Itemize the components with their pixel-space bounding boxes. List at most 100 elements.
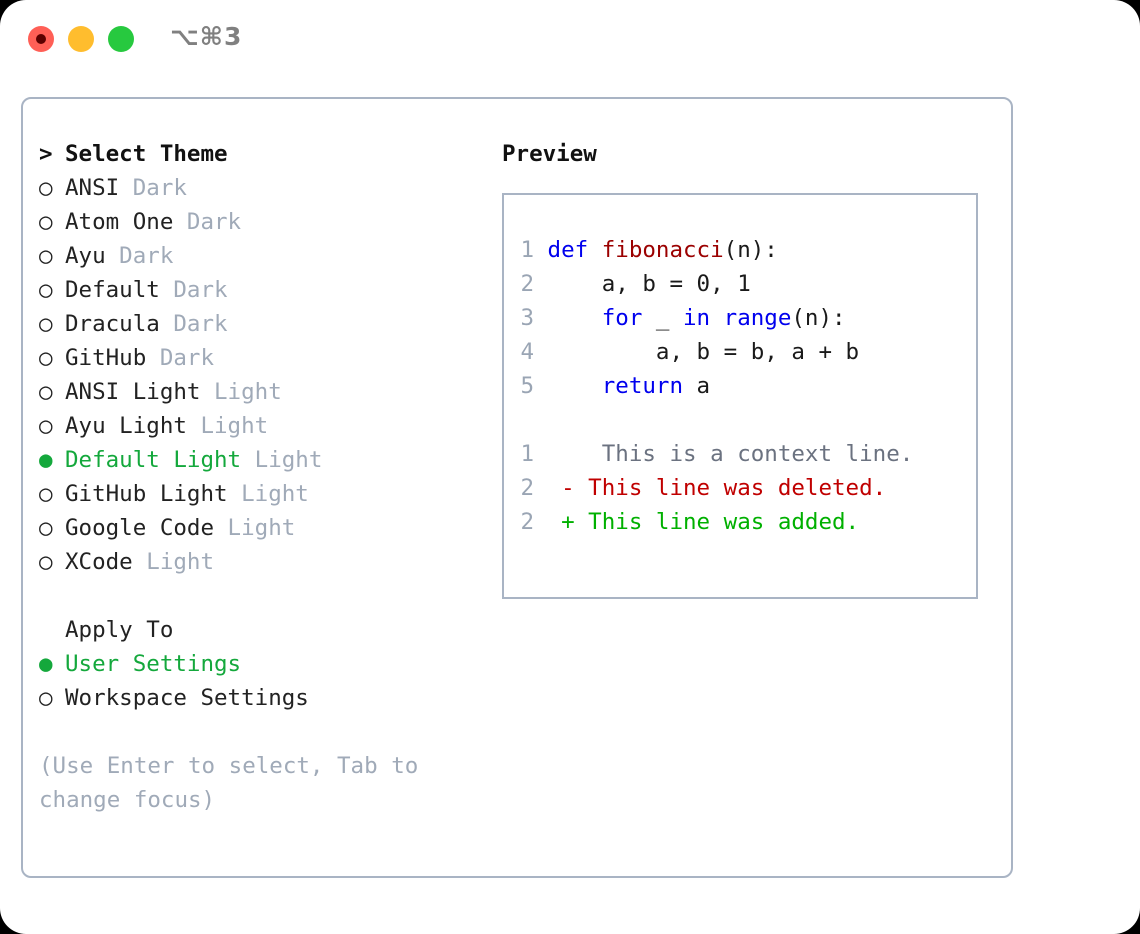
code-token: a, b = 0, 1 <box>547 271 751 297</box>
theme-option[interactable]: ○ANSI Light Light <box>39 375 489 409</box>
theme-option[interactable]: ○GitHub Light Light <box>39 477 489 511</box>
theme-option-kind: Light <box>241 447 323 473</box>
radio-unselected-icon: ○ <box>39 685 53 711</box>
theme-option[interactable]: ○ XCode Light <box>39 545 489 579</box>
minimize-button[interactable] <box>68 26 94 52</box>
theme-option[interactable]: ● Default Light Light <box>39 443 489 477</box>
line-number: 1 <box>520 441 534 467</box>
code-line: 5 return a <box>518 369 976 403</box>
apply-to-option[interactable]: ○ Workspace Settings <box>39 681 489 715</box>
theme-list: ○ANSI Dark○Atom One Dark○Ayu Dark○Defaul… <box>39 171 489 579</box>
code-line: 2 a, b = 0, 1 <box>518 267 976 301</box>
theme-list-column: >Select Theme ○ANSI Dark○Atom One Dark○A… <box>39 137 489 817</box>
theme-option-label: Google Code <box>65 515 215 541</box>
radio-unselected-icon: ○ <box>39 243 53 269</box>
theme-option-label: GitHub <box>65 345 147 371</box>
radio-unselected-icon: ○ <box>39 209 53 235</box>
theme-option-kind: Dark <box>105 243 174 269</box>
theme-option-label: Dracula <box>65 311 160 337</box>
theme-option-kind: Dark <box>146 345 215 371</box>
theme-option-kind: Dark <box>159 277 228 303</box>
theme-option-kind: Light <box>227 481 309 507</box>
code-token: _ <box>642 305 684 331</box>
radio-unselected-icon: ○ <box>39 481 53 507</box>
diff-line-text: - This line was deleted. <box>534 475 887 501</box>
theme-option-label: Default Light <box>65 447 242 473</box>
code-line: 4 a, b = b, a + b <box>518 335 976 369</box>
line-number: 3 <box>520 305 534 331</box>
theme-option[interactable]: ○Dracula Dark <box>39 307 489 341</box>
line-number: 2 <box>520 509 534 535</box>
code-token: for <box>601 305 643 331</box>
code-token: def <box>547 237 602 263</box>
theme-option-kind: Light <box>132 549 215 575</box>
theme-option-label: Default <box>65 277 160 303</box>
theme-option[interactable]: ○ ANSI Dark <box>39 171 489 205</box>
recording-indicator-icon <box>36 34 46 44</box>
theme-option-kind: Dark <box>119 175 187 201</box>
code-line: 3 for _ in range(n): <box>518 301 976 335</box>
theme-option-kind: Light <box>186 413 269 439</box>
theme-option[interactable]: ○ GitHub Dark <box>39 341 489 375</box>
apply-to-option-label: Workspace Settings <box>65 685 309 711</box>
zoom-button[interactable] <box>108 26 134 52</box>
code-token: a <box>683 373 711 399</box>
code-token <box>548 373 602 399</box>
radio-selected-icon: ● <box>39 447 53 473</box>
theme-option[interactable]: ○Atom One Dark <box>39 205 489 239</box>
theme-option[interactable]: ○ Default Dark <box>39 273 489 307</box>
theme-option-label: ANSI <box>65 175 120 201</box>
apply-to-list: ● User Settings ○ Workspace Settings <box>39 647 489 715</box>
apply-to-option-label: User Settings <box>65 651 242 677</box>
code-token: fibonacci <box>601 237 724 263</box>
code-diff-separator <box>518 403 976 437</box>
theme-selector-panel: >Select Theme ○ANSI Dark○Atom One Dark○A… <box>21 97 1013 878</box>
radio-selected-icon: ● <box>39 651 53 677</box>
line-number: 2 <box>520 475 534 501</box>
theme-option[interactable]: ○ Ayu Dark <box>39 239 489 273</box>
theme-option-label: XCode <box>65 549 133 575</box>
code-token: in <box>683 305 711 331</box>
code-token <box>710 305 724 331</box>
radio-unselected-icon: ○ <box>39 175 53 201</box>
diff-line-text: This is a context line. <box>534 441 914 467</box>
radio-unselected-icon: ○ <box>39 379 53 405</box>
theme-option-kind: Light <box>214 515 296 541</box>
radio-unselected-icon: ○ <box>39 277 53 303</box>
code-token: a, b = b, a + b <box>547 339 860 365</box>
code-token: (n): <box>723 237 778 263</box>
theme-option[interactable]: ○ Ayu Light Light <box>39 409 489 443</box>
apply-to-header: Apply To <box>65 617 174 643</box>
window-title: ⌥⌘3 <box>170 22 243 51</box>
radio-unselected-icon: ○ <box>39 345 53 371</box>
select-theme-header: > Select Theme <box>39 137 489 171</box>
code-token: (n): <box>791 305 846 331</box>
select-theme-header-label: Select Theme <box>65 141 228 167</box>
caret-icon: > <box>39 141 53 167</box>
diff-line: 2 - This line was deleted. <box>518 471 976 505</box>
theme-option-label: Ayu Light <box>65 413 187 439</box>
theme-option-label: Ayu <box>65 243 106 269</box>
radio-unselected-icon: ○ <box>39 413 53 439</box>
list-spacer <box>39 579 489 613</box>
radio-unselected-icon: ○ <box>39 549 53 575</box>
line-number: 5 <box>520 373 534 399</box>
apply-to-option[interactable]: ● User Settings <box>39 647 489 681</box>
radio-unselected-icon: ○ <box>39 311 53 337</box>
theme-option-kind: Light <box>200 379 282 405</box>
diff-line: 2 + This line was added. <box>518 505 976 539</box>
keyboard-hint: (Use Enter to select, Tab to change focu… <box>39 753 419 813</box>
diff-line: 1 This is a context line. <box>518 437 976 471</box>
line-number: 4 <box>520 339 534 365</box>
line-number: 1 <box>520 237 534 263</box>
code-token <box>548 305 602 331</box>
title-bar: ⌥⌘3 <box>0 0 1140 80</box>
theme-option[interactable]: ○ Google Code Light <box>39 511 489 545</box>
code-token: return <box>601 373 684 399</box>
code-token: range <box>723 305 792 331</box>
radio-unselected-icon: ○ <box>39 515 53 541</box>
diff-line-text: + This line was added. <box>534 509 860 535</box>
